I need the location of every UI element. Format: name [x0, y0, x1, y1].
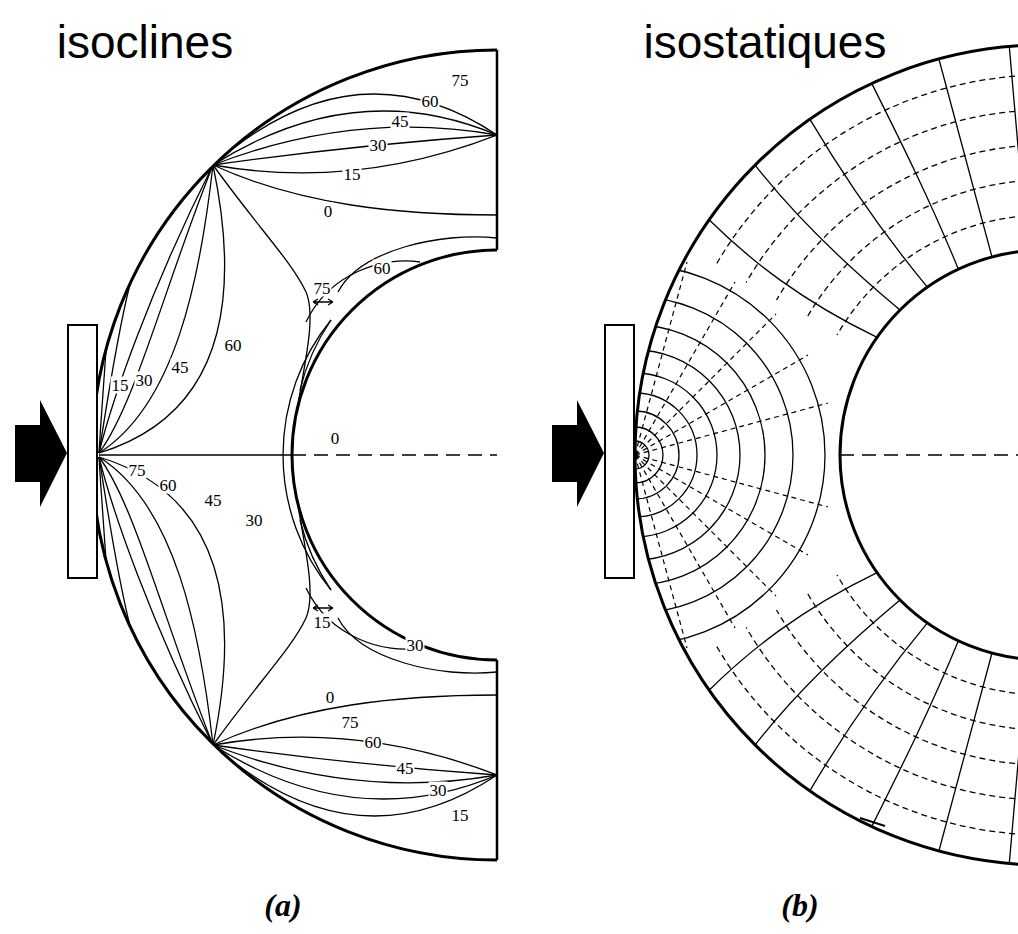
- isocline-value: 0: [330, 430, 341, 447]
- isocline-value: 30: [429, 782, 448, 799]
- isocline-value: 45: [171, 359, 190, 376]
- isocline-value: 45: [204, 492, 223, 509]
- isocline-value: 30: [406, 637, 425, 654]
- isocline-value: 15: [451, 807, 470, 824]
- panel-heading: isostatiques: [644, 19, 887, 65]
- isocline-value: 15: [313, 614, 332, 631]
- isocline-value: 75: [313, 280, 332, 297]
- isocline-value: 60: [373, 260, 392, 277]
- subfigure-label: (a): [264, 889, 301, 921]
- isocline-value: 30: [135, 372, 154, 389]
- panel-heading: isoclines: [57, 19, 233, 65]
- isocline-value: 60: [159, 477, 178, 494]
- isocline-value: 75: [451, 72, 470, 89]
- isocline-value: 60: [364, 734, 383, 751]
- isocline-value: 45: [391, 113, 410, 130]
- isocline-value: 15: [343, 166, 362, 183]
- isocline-value: 75: [128, 462, 147, 479]
- isocline-value: 0: [323, 203, 334, 220]
- isocline-value: 30: [369, 137, 388, 154]
- subfigure-label: (b): [781, 889, 818, 921]
- isocline-value: 0: [325, 689, 336, 706]
- isocline-value: 30: [245, 512, 264, 529]
- isocline-value: 45: [396, 760, 415, 777]
- isocline-value: 60: [421, 93, 440, 110]
- isocline-value: 75: [341, 714, 360, 731]
- isocline-value: 60: [224, 337, 243, 354]
- isocline-value: 15: [111, 377, 130, 394]
